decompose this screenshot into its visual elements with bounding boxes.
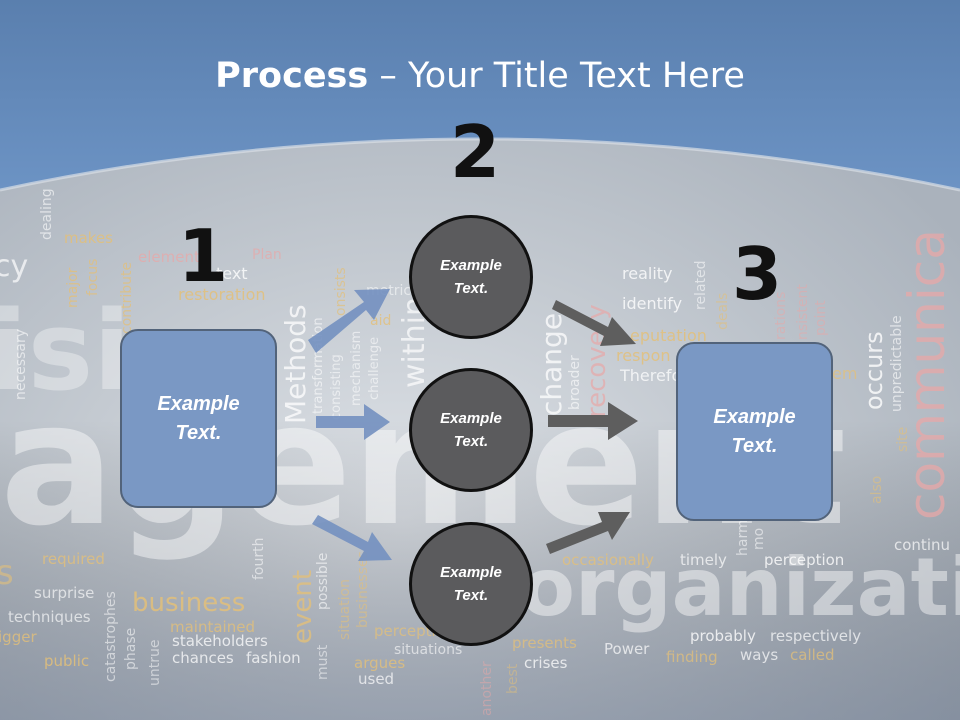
arrow-circle2-to-box2 bbox=[548, 402, 638, 440]
cloud-word: situations bbox=[394, 642, 463, 658]
cloud-word: continu bbox=[894, 536, 950, 554]
cloud-word: finding bbox=[666, 648, 718, 666]
cloud-word: argues bbox=[354, 654, 406, 672]
cloud-word: called bbox=[790, 646, 835, 664]
cloud-word: techniques bbox=[8, 608, 91, 626]
cloud-word: ways bbox=[740, 646, 779, 664]
step-number-1: 1 bbox=[178, 214, 229, 298]
step-number-3: 3 bbox=[732, 232, 783, 316]
cloud-word: Plan bbox=[252, 247, 282, 263]
cloud-word: public bbox=[44, 652, 90, 670]
cloud-word: respectively bbox=[770, 627, 862, 645]
circle-text-line: Text. bbox=[453, 587, 489, 604]
cloud-word: aid bbox=[370, 313, 392, 329]
cloud-word: presents bbox=[512, 634, 577, 652]
cloud-word: identify bbox=[622, 294, 683, 313]
cloud-word: em bbox=[832, 364, 858, 383]
cloud-word: occasionally bbox=[562, 551, 654, 569]
cloud-word: probably bbox=[690, 627, 756, 645]
cloud-word: Power bbox=[604, 640, 650, 658]
circle-text-line: Text. bbox=[453, 433, 489, 450]
circle-text-line: Example bbox=[440, 257, 502, 274]
cloud-word: igger bbox=[0, 628, 37, 646]
box-text-line: Example bbox=[157, 392, 240, 415]
title-rest: – Your Title Text Here bbox=[368, 56, 745, 96]
step-number-2: 2 bbox=[450, 110, 501, 194]
cloud-word: perception bbox=[764, 551, 845, 569]
arrow-box1-to-circle2 bbox=[316, 404, 390, 440]
circle-text-line: Example bbox=[440, 564, 502, 581]
cloud-word: surprise bbox=[34, 584, 95, 602]
arrow-box1-to-circle1 bbox=[308, 289, 390, 353]
circle-text-line: Example bbox=[440, 410, 502, 427]
cloud-word: restoration bbox=[178, 285, 266, 304]
cloud-word: eputation bbox=[630, 326, 707, 345]
cloud-word: elements bbox=[138, 248, 208, 266]
cloud-word: required bbox=[42, 550, 105, 568]
box-text-line: Text. bbox=[175, 421, 222, 444]
circle-text-line: Text. bbox=[453, 280, 489, 297]
cloud-word: fashion bbox=[246, 649, 301, 667]
cloud-word: respon bbox=[616, 346, 671, 365]
title-bold: Process bbox=[215, 56, 369, 96]
slide-title: Process – Your Title Text Here bbox=[0, 56, 960, 96]
cloud-word: used bbox=[358, 670, 395, 688]
arrow-circle1-to-box2 bbox=[552, 300, 636, 346]
cloud-word: timely bbox=[680, 551, 727, 569]
arrow-circle3-to-box2 bbox=[546, 512, 630, 554]
cloud-word: crises bbox=[524, 654, 568, 672]
arrow-box1-to-circle3 bbox=[312, 515, 392, 561]
box-text-line: Text. bbox=[731, 434, 778, 457]
box-text-line: Example bbox=[713, 405, 796, 428]
cloud-word: cy bbox=[0, 249, 29, 284]
cloud-word: isi bbox=[0, 287, 131, 415]
cloud-word: s bbox=[0, 553, 14, 593]
cloud-word: business bbox=[132, 588, 246, 618]
cloud-word: Therefor bbox=[620, 366, 688, 385]
cloud-word: stakeholders bbox=[172, 632, 268, 650]
cloud-word: chances bbox=[172, 649, 234, 667]
cloud-word: text bbox=[216, 264, 248, 283]
cloud-word: maintained bbox=[170, 618, 255, 636]
cloud-word: organizatio bbox=[520, 541, 960, 634]
cloud-word: makes bbox=[64, 229, 113, 247]
cloud-word: reality bbox=[622, 264, 673, 283]
